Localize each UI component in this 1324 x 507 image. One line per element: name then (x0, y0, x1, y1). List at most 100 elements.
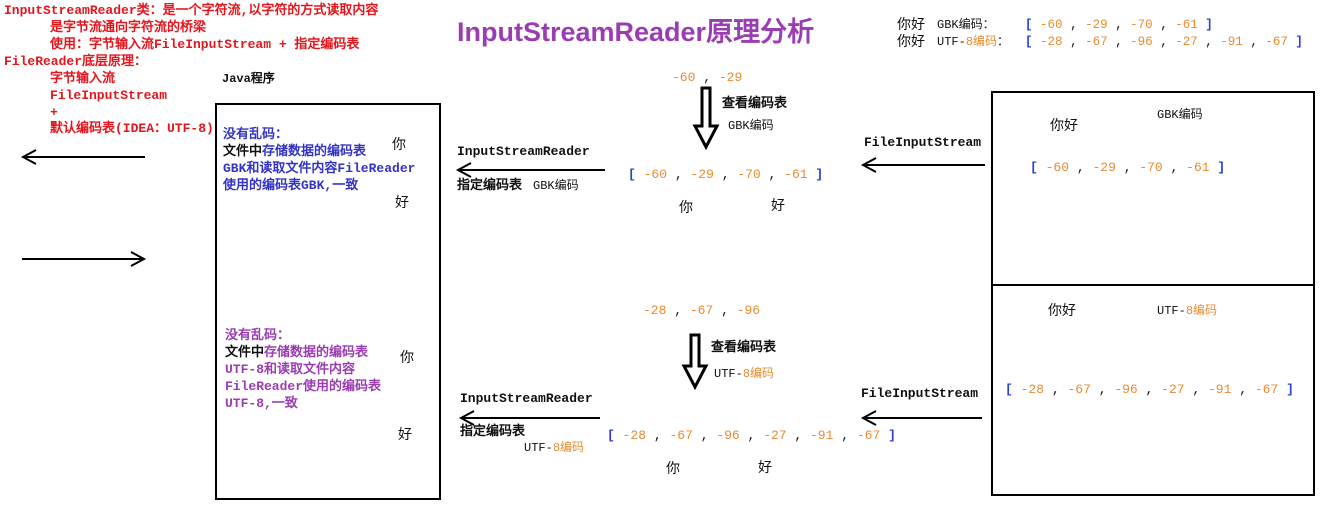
byte-separator: , (841, 428, 850, 443)
gbk-specify-label: 指定编码表 (457, 178, 523, 193)
byte-value: -67 (1085, 35, 1108, 49)
byte-separator: , (1051, 382, 1060, 397)
legend-utf8-encoding: UTF-8编码： (937, 34, 1009, 50)
byte-separator: , (674, 167, 683, 182)
byte-value: -27 (1161, 382, 1185, 397)
legend-gbk-encoding-label: GBK编码 (937, 18, 983, 32)
byte-value: -70 (737, 167, 761, 182)
file-utf8-encoding: UTF-8编码 (1157, 303, 1217, 319)
gbk-note-line-3: GBK和读取文件内容FileReader (223, 161, 416, 176)
file-gbk-bytes: [ -60 , -29 , -70 , -61 ] (1030, 160, 1225, 176)
bracket-open: [ (628, 167, 636, 182)
utf8-decoded-char-1: 你 (666, 461, 680, 477)
intro-line-3: 使用：字节输入流FileInputStream + 指定编码表 (50, 37, 360, 52)
utf8-lookup-encoding: UTF-8编码 (714, 366, 774, 382)
byte-value: -60 (1040, 18, 1063, 32)
byte-separator: , (1239, 382, 1248, 397)
byte-value: -28 (622, 428, 647, 443)
gbk-note-line-1: 没有乱码： (223, 127, 289, 142)
gbk-partial-bytes: -60 , -29 (672, 70, 742, 86)
bracket-open: [ (1005, 382, 1013, 397)
byte-value: -67 (1067, 382, 1091, 397)
utf8-lookup-encoding-suffix: 8编码 (742, 367, 775, 381)
byte-value: -29 (690, 167, 714, 182)
byte-value: -61 (784, 167, 808, 182)
byte-value: -67 (1265, 35, 1288, 49)
byte-separator: , (1070, 18, 1078, 32)
bracket-close: ] (1205, 18, 1213, 32)
file-box (991, 91, 1315, 496)
java-program-label: Java程序 (222, 72, 275, 86)
byte-separator: , (794, 428, 803, 443)
byte-value: -67 (669, 428, 693, 443)
intro-line-2: 是字节流通向字符流的桥梁 (50, 20, 207, 35)
byte-separator: , (1160, 18, 1168, 32)
byte-separator: , (1098, 382, 1107, 397)
gbk-stream-arrow (860, 157, 985, 173)
byte-separator: , (1145, 382, 1154, 397)
byte-value: -67 (1254, 382, 1279, 397)
byte-separator: , (1115, 18, 1123, 32)
byte-separator: , (721, 303, 729, 318)
byte-value: -70 (1130, 18, 1153, 32)
gbk-decoded-char-1: 你 (679, 200, 693, 216)
legend-gbk-bytes: [ -60 , -29 , -70 , -61 ] (1025, 17, 1213, 33)
gbk-output-char-1: 你 (392, 137, 406, 153)
legend-gbk-encoding: GBK编码： (937, 17, 995, 33)
byte-value: -70 (1139, 160, 1163, 175)
utf8-note-line-3: UTF-8和读取文件内容 (225, 362, 356, 377)
gbk-reader-arrow (455, 162, 605, 178)
byte-separator: , (1170, 160, 1179, 175)
byte-value: -27 (763, 428, 787, 443)
file-utf8-bytes: [ -28 , -67 , -96 , -27 , -91 , -67 ] (1005, 382, 1294, 398)
gbk-reader-label: InputStreamReader (457, 144, 590, 159)
utf8-specify-label: 指定编码表 (460, 424, 526, 439)
byte-separator: , (1160, 35, 1168, 49)
byte-separator: , (768, 167, 777, 182)
utf8-lookup-encoding-prefix: UTF- (714, 367, 743, 381)
gbk-stream-label: FileInputStream (864, 135, 982, 150)
byte-separator: , (1070, 35, 1078, 49)
bracket-close: ] (815, 167, 824, 182)
utf8-specify-encoding: UTF-8编码 (524, 440, 584, 456)
byte-value: -96 (736, 303, 761, 318)
intro-line-8: 默认编码表(IDEA：UTF-8) (50, 121, 214, 136)
file-utf8-encoding-prefix: UTF- (1157, 304, 1186, 318)
byte-value: -91 (810, 428, 834, 443)
utf8-partial-bytes: -28 , -67 , -96 (643, 303, 760, 319)
gbk-lookup-label: 查看编码表 (722, 96, 788, 111)
byte-separator: , (1115, 35, 1123, 49)
byte-separator: , (1192, 382, 1201, 397)
gbk-decoded-char-2: 好 (771, 198, 785, 214)
utf8-output-char-1: 你 (400, 350, 414, 366)
byte-value: -61 (1186, 160, 1210, 175)
utf8-specify-encoding-prefix: UTF- (524, 441, 553, 455)
byte-separator: , (700, 428, 709, 443)
utf8-lookup-arrow (681, 333, 709, 391)
utf8-output-char-2: 好 (398, 427, 412, 443)
bracket-close: ] (1295, 35, 1303, 49)
legend-utf8-bytes: [ -28 , -67 , -96 , -27 , -91 , -67 ] (1025, 34, 1303, 50)
byte-separator: , (1205, 35, 1213, 49)
byte-value: -91 (1208, 382, 1232, 397)
page-title: InputStreamReader原理分析 (457, 17, 815, 47)
utf8-decoded-char-2: 好 (758, 460, 772, 476)
java-program-box (215, 103, 441, 500)
byte-value: -28 (1020, 382, 1045, 397)
byte-separator: , (721, 167, 730, 182)
file-utf8-text: 你好 (1048, 303, 1076, 319)
byte-value: -27 (1175, 35, 1198, 49)
gbk-decoded-bytes: [ -60 , -29 , -70 , -61 ] (628, 167, 823, 183)
legend-utf8-colon: ： (997, 35, 1010, 49)
byte-value: -60 (643, 167, 668, 182)
byte-separator: , (747, 428, 756, 443)
byte-value: -96 (1114, 382, 1138, 397)
byte-separator: , (674, 303, 683, 318)
byte-value: -61 (1175, 18, 1198, 32)
file-gbk-text: 你好 (1050, 118, 1078, 134)
intro-line-7: + (50, 105, 58, 120)
utf8-note-line-5: UTF-8,一致 (225, 396, 298, 411)
intro-line-6: FileInputStream (50, 88, 168, 103)
byte-separator: , (1123, 160, 1132, 175)
utf8-note-line-2-prefix: 文件中 (225, 345, 265, 360)
